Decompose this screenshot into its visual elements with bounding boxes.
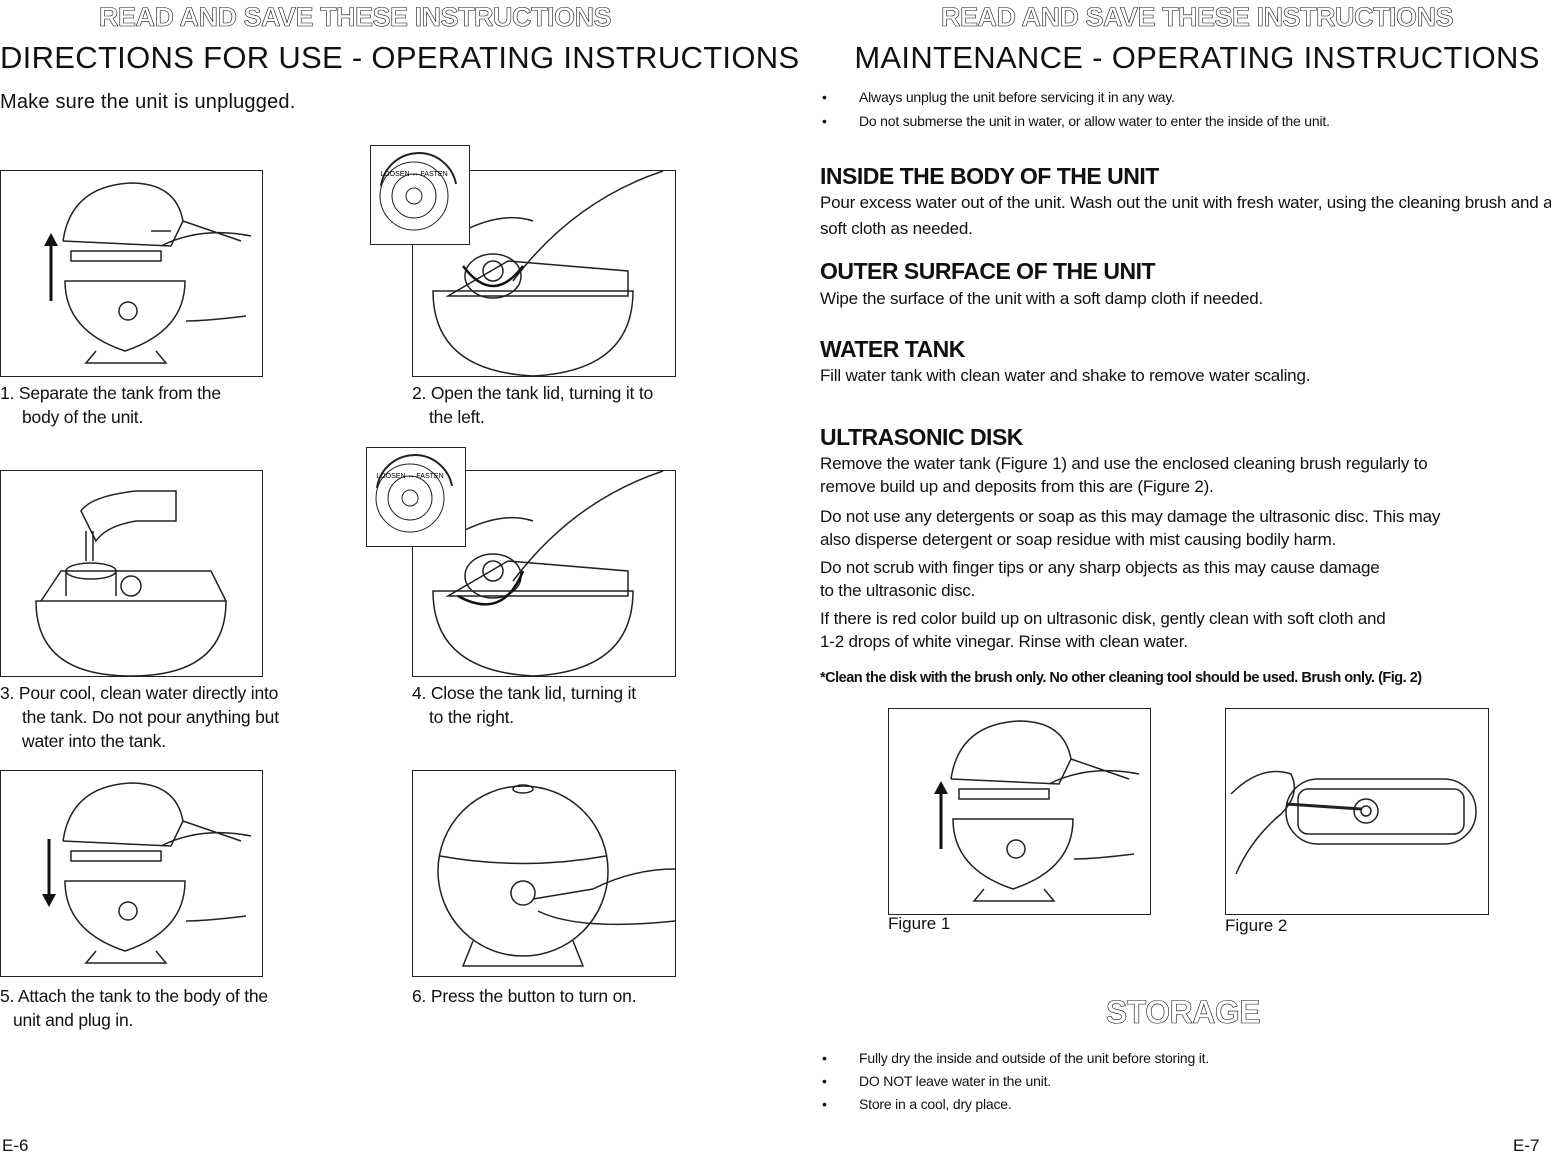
loosen-fasten-dial-inset: LOOSEN ↔ FASTEN (370, 145, 470, 245)
right-page-title: READ AND SAVE THESE INSTRUCTIONS (940, 2, 1454, 33)
section-heading-inside: INSIDE THE BODY OF THE UNIT (820, 163, 1159, 189)
step-6-caption: 6. Press the button to turn on. (412, 984, 637, 1008)
section-text-water-tank: Fill water tank with clean water and sha… (820, 366, 1311, 385)
caption-line: unit and plug in. (13, 1010, 134, 1030)
caption-line: 3. Pour cool, clean water directly into (0, 683, 279, 703)
section-heading-outer: OUTER SURFACE OF THE UNIT (820, 258, 1156, 284)
disk-paragraph-3: Do not scrub with finger tips or any sha… (820, 556, 1551, 602)
text-line: If there is red color build up on ultras… (820, 609, 1386, 628)
storage-heading: STORAGE (1105, 994, 1261, 1031)
bullet-text: Fully dry the inside and outside of the … (859, 1050, 1210, 1066)
caption-line: 2. Open the tank lid, turning it to (412, 383, 654, 403)
text-line: also disperse detergent or soap residue … (820, 530, 1337, 549)
step-2-caption: 2. Open the tank lid, turning it to the l… (412, 381, 653, 429)
caption-line: 5. Attach the tank to the body of the (0, 986, 268, 1006)
left-page-title: READ AND SAVE THESE INSTRUCTIONS (98, 2, 612, 33)
section-text-inside: Pour excess water out of the unit. Wash … (820, 193, 1551, 238)
caption-line: 1. Separate the tank from the (0, 383, 221, 403)
caption-line: 6. Press the button to turn on. (412, 986, 637, 1006)
bullet-text: Store in a cool, dry place. (859, 1096, 1012, 1112)
step-4-caption: 4. Close the tank lid, turning it to the … (412, 681, 636, 729)
bullet-text: Do not submerse the unit in water, or al… (859, 113, 1330, 129)
step-5-illustration (0, 770, 263, 977)
text-line: 1-2 drops of white vinegar. Rinse with c… (820, 632, 1188, 651)
dial-label: LOOSEN ↔ FASTEN (380, 171, 447, 178)
figure-2-illustration (1225, 708, 1489, 915)
figure-1-caption: Figure 1 (888, 914, 951, 933)
caption-line: the left. (429, 407, 485, 427)
page-number-left: E-6 (2, 1136, 29, 1155)
step-5-caption: 5. Attach the tank to the body of the uni… (0, 984, 268, 1032)
disk-paragraph-1: Remove the water tank (Figure 1) and use… (820, 452, 1551, 498)
caption-line: body of the unit. (22, 407, 144, 427)
figure-2-caption: Figure 2 (1225, 916, 1288, 935)
bullet-text: DO NOT leave water in the unit. (859, 1073, 1051, 1089)
text-line: to the ultrasonic disc. (820, 581, 976, 600)
page-number-right: E-7 (1513, 1136, 1540, 1155)
step-1-caption: 1. Separate the tank from the body of the… (0, 381, 221, 429)
figure-1-illustration (888, 708, 1151, 915)
text-line: Remove the water tank (Figure 1) and use… (820, 454, 1428, 473)
caption-line: to the right. (429, 707, 514, 727)
loosen-fasten-dial-inset: LOOSEN ↔ FASTEN (366, 447, 466, 547)
section-heading-ultrasonic-disk: ULTRASONIC DISK (820, 424, 1023, 450)
section-text-outer: Wipe the surface of the unit with a soft… (820, 289, 1264, 308)
step-1-illustration (0, 170, 263, 377)
text-line: remove build up and deposits from this a… (820, 477, 1214, 496)
text-line: Do not use any detergents or soap as thi… (820, 507, 1441, 526)
step-3-illustration (0, 470, 263, 677)
step-3-caption: 3. Pour cool, clean water directly into t… (0, 681, 279, 753)
intro-text: Make sure the unit is unplugged. (0, 91, 296, 113)
disk-paragraph-2: Do not use any detergents or soap as thi… (820, 505, 1551, 551)
disk-brush-note: *Clean the disk with the brush only. No … (820, 670, 1422, 686)
disk-paragraph-4: If there is red color build up on ultras… (820, 607, 1551, 653)
caption-line: water into the tank. (22, 731, 166, 751)
section-heading-water-tank: WATER TANK (820, 336, 965, 362)
left-page-subtitle: DIRECTIONS FOR USE - OPERATING INSTRUCTI… (0, 40, 800, 75)
bullet-text: Always unplug the unit before servicing … (859, 89, 1175, 105)
caption-line: the tank. Do not pour anything but (22, 707, 279, 727)
caption-line: 4. Close the tank lid, turning it (412, 683, 636, 703)
right-page-subtitle: MAINTENANCE - OPERATING INSTRUCTIONS (854, 40, 1540, 75)
text-line: Do not scrub with finger tips or any sha… (820, 558, 1380, 577)
step-6-illustration (412, 770, 676, 977)
dial-label: LOOSEN ↔ FASTEN (376, 473, 443, 480)
